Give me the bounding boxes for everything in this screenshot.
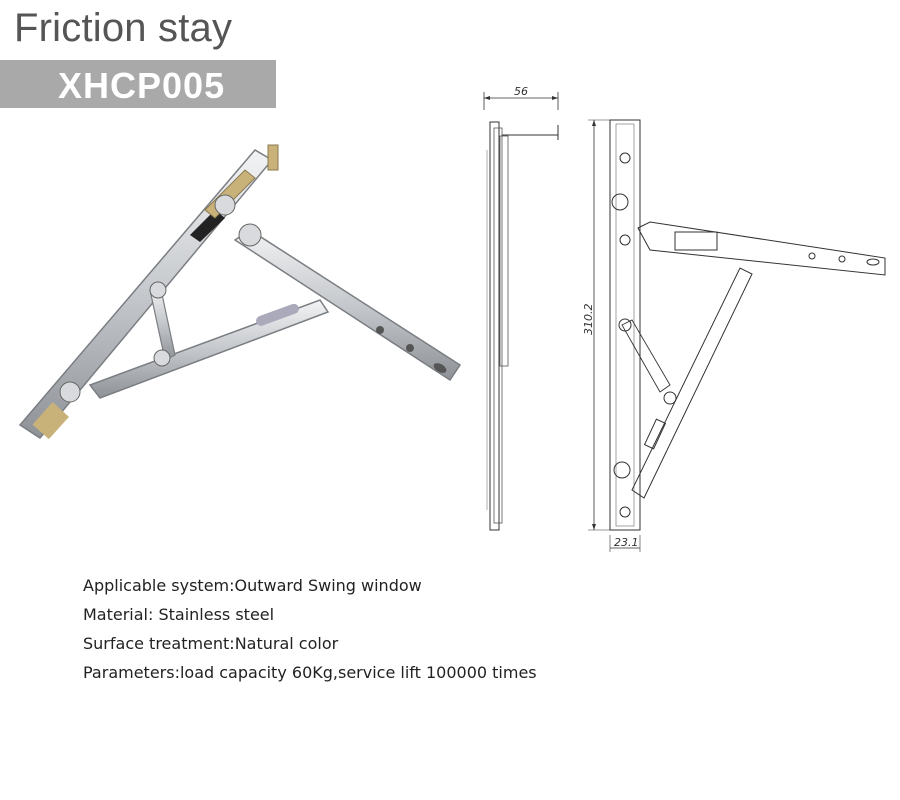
model-banner: XHCP005 (0, 60, 276, 108)
dim-width-label: 56 (514, 85, 528, 98)
spec-applicable-system: Applicable system:Outward Swing window (83, 576, 422, 595)
front-view-drawing: 310.2 23.1 (582, 119, 886, 552)
spec-parameters: Parameters:load capacity 60Kg,service li… (83, 663, 537, 682)
dim-depth-label: 23.1 (614, 536, 639, 549)
page-title: Friction stay (14, 6, 233, 50)
product-image (18, 144, 462, 440)
dim-height-label: 310.2 (582, 304, 595, 336)
specification-list: Applicable system:Outward Swing window M… (83, 574, 537, 690)
side-view-drawing: 56 (483, 85, 559, 531)
spec-surface-treatment: Surface treatment:Natural color (83, 634, 339, 653)
model-number: XHCP005 (58, 65, 226, 106)
spec-material: Material: Stainless steel (83, 605, 275, 624)
